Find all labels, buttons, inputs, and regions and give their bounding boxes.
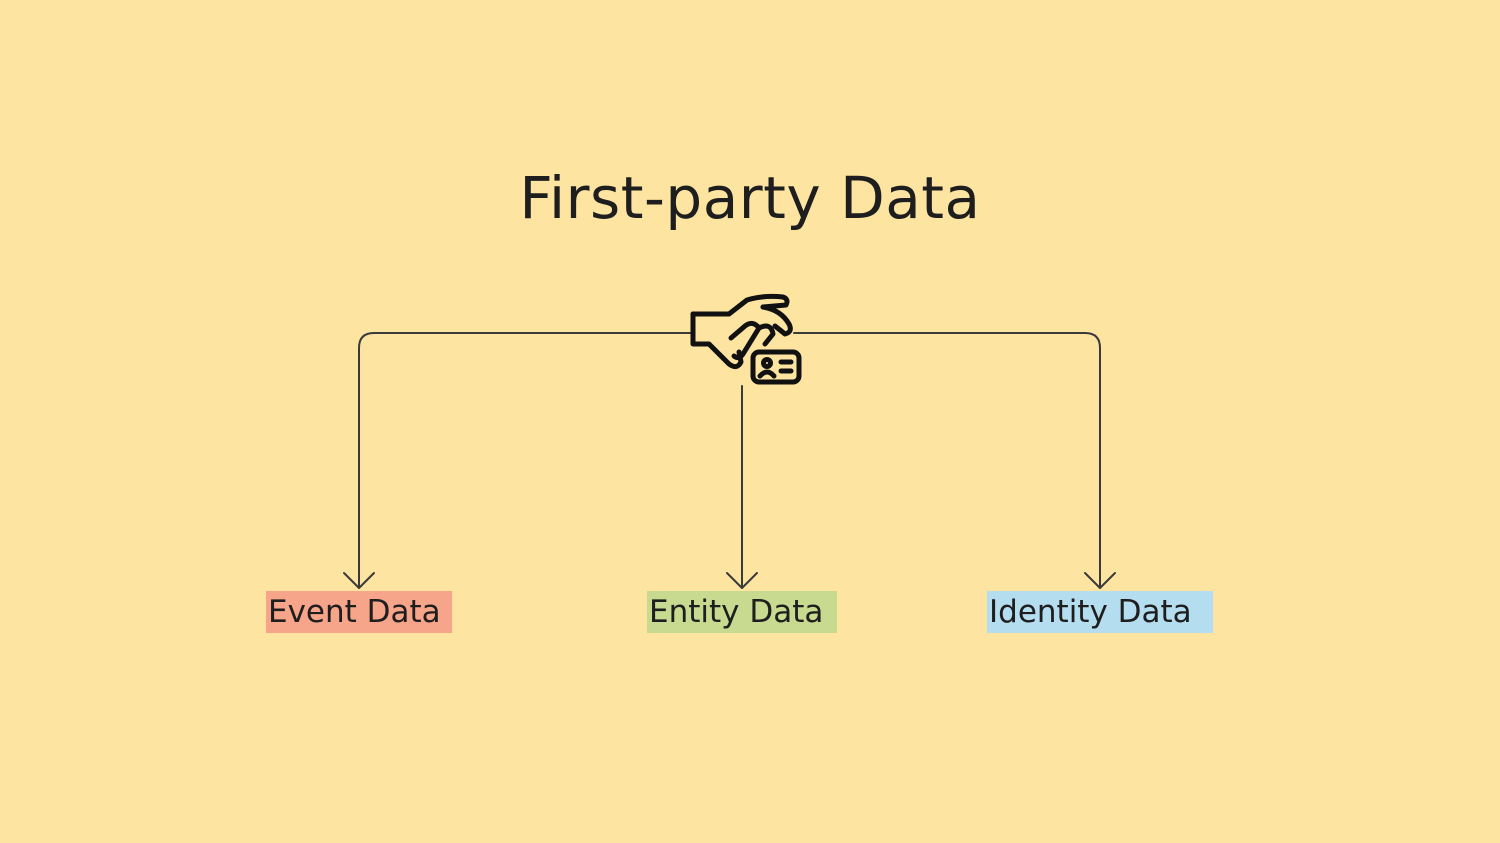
arrowhead-event bbox=[343, 572, 375, 589]
arrowhead-identity bbox=[1084, 572, 1116, 589]
node-entity-data: Entity Data bbox=[647, 591, 837, 633]
connector-event bbox=[358, 332, 691, 589]
node-event-data: Event Data bbox=[266, 591, 452, 633]
node-identity-data: Identity Data bbox=[987, 591, 1213, 633]
diagram-title: First-party Data bbox=[519, 164, 981, 232]
arrowhead-entity bbox=[726, 572, 758, 589]
connector-identity bbox=[793, 332, 1101, 589]
hand-holding-id-card-icon bbox=[690, 293, 802, 385]
